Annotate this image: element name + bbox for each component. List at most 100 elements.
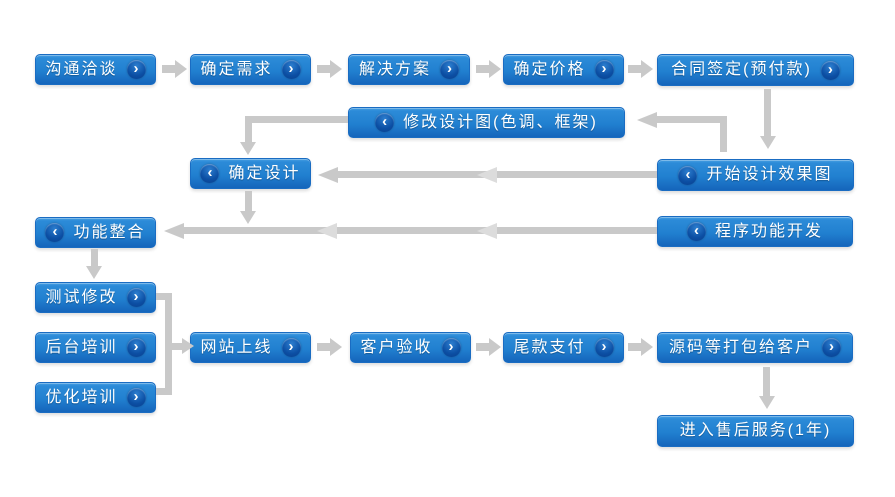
node-label: 优化培训 [45,388,118,406]
bracket-vertical [165,293,172,395]
arrow-line [317,65,330,73]
chevron-right-icon: › [594,338,614,357]
arrow-line [763,367,770,396]
arrow-line [162,65,175,73]
arrow-line [248,116,348,123]
arrow-head [330,338,342,356]
chevron-left-icon: ‹ [375,113,395,132]
node-client-acceptance: 客户验收 › [350,332,471,363]
chevron-right-icon: › [440,60,459,79]
arrow-head [759,396,775,409]
node-feature-integration: ‹ 功能整合 [35,217,156,248]
arrow-line [628,65,641,73]
arrow-line [245,116,252,143]
chevron-right-icon: › [126,388,146,407]
node-label: 客户验收 [360,338,433,356]
node-label: 进入售后服务(1年) [679,422,832,439]
chevron-right-icon: › [281,60,301,79]
node-contract: 合同签定(预付款) › [657,54,854,86]
node-label: 合同签定(预付款) [671,61,812,78]
arrow-line [476,65,489,73]
arrow-head [182,338,194,354]
arrow-solution-to-price [476,60,502,79]
node-backend-training: 后台培训 › [35,332,156,363]
arrow-line [172,343,182,350]
bracket-bottom-stub [156,388,166,395]
chevron-left-icon: ‹ [200,164,220,183]
node-communication: 沟通洽谈 › [35,54,156,85]
node-source-delivery: 源码等打包给客户 › [657,332,853,363]
bracket-top-stub [156,293,166,300]
chevron-right-icon: › [126,338,146,357]
arrow-head [489,338,501,356]
node-revise-design: ‹ 修改设计图(色调、框架) [348,107,625,138]
chevron-right-icon: › [441,338,461,357]
arrow-head [175,60,187,78]
node-label: 网站上线 [200,338,273,356]
arrow-line [183,227,657,234]
node-label: 尾款支付 [513,338,586,356]
chevron-left-icon: ‹ [686,222,706,241]
node-label: 修改设计图(色调、框架) [403,113,598,131]
node-solution: 解决方案 › [348,54,470,85]
arrow-communication-to-requirements [162,60,188,79]
arrow-head [637,112,657,128]
arrow-price-to-contract [628,60,654,79]
chevron-right-icon: › [820,60,840,80]
node-label: 确定价格 [513,60,586,78]
node-label: 确定设计 [228,164,301,182]
node-testing: 测试修改 › [35,282,156,313]
arrow-head-faint [477,167,497,183]
chevron-right-icon: › [594,60,614,79]
arrow-line [91,249,98,266]
node-after-sales: 进入售后服务(1年) [657,415,854,447]
arrow-acceptance-to-payment [476,338,502,357]
node-requirements: 确定需求 › [190,54,311,85]
arrow-head [318,167,338,183]
node-program-development: ‹ 程序功能开发 [657,216,853,247]
arrow-head-faint [477,223,497,239]
arrow-line [655,116,727,123]
node-start-design: ‹ 开始设计效果图 [657,159,854,191]
node-confirm-design: ‹ 确定设计 [190,158,311,189]
node-label: 后台培训 [45,338,118,356]
arrow-site-launch-to-acceptance [317,338,343,357]
arrow-head [240,142,256,155]
arrow-line [476,343,489,351]
node-label: 源码等打包给客户 [668,338,813,356]
node-label: 解决方案 [358,60,431,78]
chevron-right-icon: › [281,338,301,357]
arrow-payment-to-delivery [628,338,654,357]
arrow-line [245,191,252,211]
arrow-line [720,116,727,152]
node-label: 开始设计效果图 [706,166,833,183]
chevron-left-icon: ‹ [45,223,65,242]
arrow-head [489,60,501,78]
arrow-line [317,343,330,351]
node-price: 确定价格 › [503,54,624,85]
arrow-requirements-to-solution [317,60,343,79]
node-final-payment: 尾款支付 › [503,332,624,363]
arrow-line [337,171,657,178]
node-label: 沟通洽谈 [45,60,118,78]
node-label: 程序功能开发 [714,222,823,240]
node-site-launch: 网站上线 › [190,332,311,363]
arrow-line [764,89,771,136]
node-label: 测试修改 [45,288,118,306]
node-optimization-training: 优化培训 › [35,382,156,413]
arrow-head [164,223,184,239]
arrow-line [628,343,641,351]
arrow-head [86,266,102,279]
chevron-right-icon: › [822,338,841,357]
arrow-head [641,338,653,356]
node-label: 确定需求 [200,60,273,78]
chevron-right-icon: › [126,288,146,307]
chevron-left-icon: ‹ [678,165,698,185]
arrow-head-faint [317,223,337,239]
chevron-right-icon: › [126,60,146,79]
node-label: 功能整合 [73,223,146,241]
arrow-head [760,136,776,149]
arrow-head [330,60,342,78]
arrow-head [240,211,256,224]
